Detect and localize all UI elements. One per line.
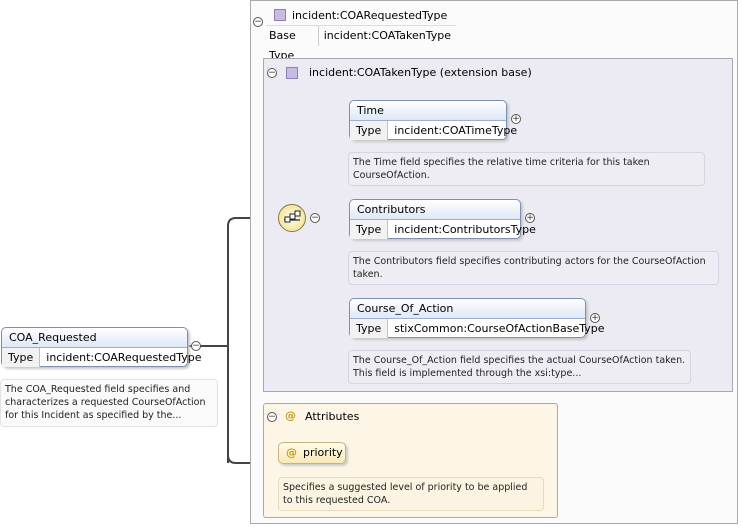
expand-icon[interactable]: +: [590, 313, 600, 323]
element-time[interactable]: Time Type incident:COATimeType: [349, 100, 517, 140]
at-icon: @: [285, 409, 296, 422]
type-key: Type: [350, 121, 389, 140]
type-value: stixCommon:CourseOfActionBaseType: [394, 322, 605, 335]
sequence-glyph: [284, 210, 301, 223]
type-key: Type: [350, 220, 389, 239]
attributes-title: Attributes: [305, 410, 360, 423]
complex-type-name: incident:COARequestedType: [292, 9, 448, 22]
collapse-icon[interactable]: −: [191, 341, 201, 351]
element-doc: The Course_Of_Action field specifies the…: [348, 350, 691, 384]
element-name: Time: [350, 101, 506, 121]
expand-icon[interactable]: +: [511, 114, 521, 124]
type-square-icon: [286, 67, 298, 79]
collapse-icon[interactable]: −: [253, 17, 263, 27]
attribute-priority[interactable]: @ priority: [278, 442, 346, 464]
type-value: incident:COARequestedType: [46, 351, 202, 364]
element-contributors[interactable]: Contributors Type incident:ContributorsTy…: [349, 199, 536, 239]
expand-icon[interactable]: +: [525, 213, 535, 223]
type-value: incident:ContributorsType: [394, 223, 536, 236]
element-doc: The Time field specifies the relative ti…: [348, 152, 705, 186]
root-element-name: COA_Requested: [2, 328, 187, 348]
collapse-icon[interactable]: −: [267, 412, 277, 422]
element-name: Course_Of_Action: [350, 299, 585, 319]
attribute-name: priority: [303, 446, 343, 459]
element-course-of-action[interactable]: Course_Of_Action Type stixCommon:CourseOf…: [349, 298, 605, 338]
type-square-icon: [274, 9, 286, 21]
base-type-key: Base Type: [266, 26, 319, 62]
element-name: Contributors: [350, 200, 520, 220]
sequence-icon[interactable]: [278, 204, 306, 232]
type-key: Type: [2, 348, 41, 367]
complex-type-header: incident:COARequestedType Base Type inci…: [266, 7, 456, 62]
type-value: incident:COATimeType: [394, 124, 518, 137]
element-doc: The Contributors field specifies contrib…: [348, 251, 719, 285]
collapse-icon[interactable]: −: [267, 68, 277, 78]
root-element[interactable]: COA_Requested Type incident:COARequestedT…: [1, 327, 202, 367]
attributes-connector: [227, 454, 280, 464]
trunk-connector: [227, 217, 280, 463]
attribute-doc: Specifies a suggested level of priority …: [278, 477, 544, 511]
root-element-doc: The COA_Requested field specifies and ch…: [0, 379, 218, 427]
base-type-value: incident:COATakenType: [323, 29, 451, 42]
at-icon: @: [286, 446, 297, 459]
extension-title: incident:COATakenType (extension base): [309, 66, 532, 79]
collapse-icon[interactable]: −: [310, 213, 320, 223]
type-key: Type: [350, 319, 389, 338]
